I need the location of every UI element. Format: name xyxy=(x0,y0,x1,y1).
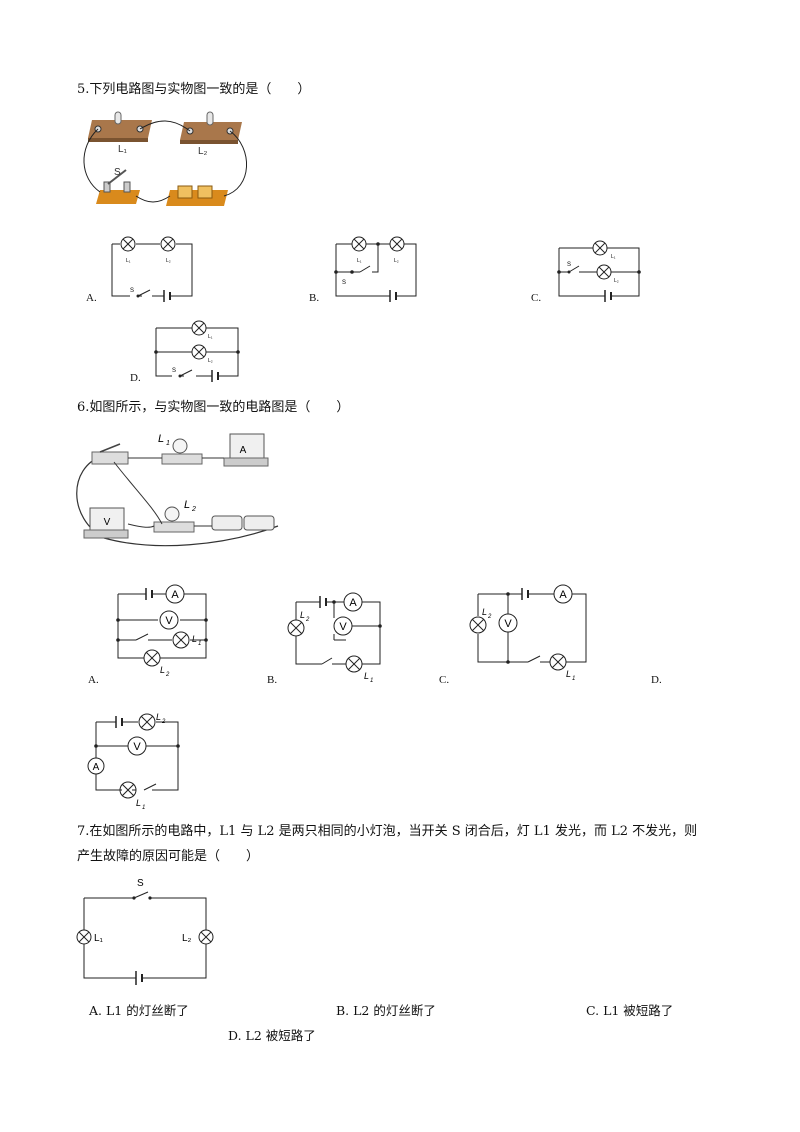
q5-b-l1: L₁ xyxy=(357,258,362,264)
q6-photo-l2-sub: 2 xyxy=(191,506,196,513)
q5-b-s: S xyxy=(342,280,346,286)
q5-option-a-circuit[interactable]: L₁ L₂ S xyxy=(108,232,198,304)
q6-d-l1-sub: 1 xyxy=(142,805,145,810)
q6-b-l2: L xyxy=(300,610,305,620)
q6-b-l2-sub: 2 xyxy=(305,617,310,623)
q5-d-l1: L₁ xyxy=(208,334,213,340)
q7-answer-a[interactable]: A. L1 的灯丝断了 xyxy=(89,1003,189,1018)
q5-option-c-circuit[interactable]: L₁ L₂ S xyxy=(555,236,645,306)
q5-b-l2: L₂ xyxy=(394,258,399,264)
q6-photo-voltmeter: V xyxy=(104,517,111,528)
q6-c-l1: L xyxy=(566,669,571,679)
q7-circuit-diagram: S L₁ L₂ xyxy=(76,878,214,985)
q5-option-b-label[interactable]: B. xyxy=(309,292,320,304)
q6-option-c-label[interactable]: C. xyxy=(439,674,450,686)
q6-d-l2: L xyxy=(156,712,161,722)
q7-answer-d[interactable]: D. L2 被短路了 xyxy=(228,1028,316,1043)
q7-label-s: S xyxy=(137,878,144,889)
q6-c-l2-sub: 2 xyxy=(487,614,492,620)
q6-photo-l1-sub: 1 xyxy=(166,440,170,447)
q5-physical-circuit-photo: L₁ L₂ S xyxy=(83,111,247,206)
q5-c-l2: L₂ xyxy=(614,278,619,284)
q6-a-ammeter: A xyxy=(171,589,179,601)
q6-d-ammeter: A xyxy=(93,762,100,773)
q5-d-s: S xyxy=(172,368,176,374)
q6-option-a-circuit[interactable]: A V L 1 L 2 xyxy=(110,582,214,676)
q6-b-ammeter: A xyxy=(349,597,357,609)
q6-a-voltmeter: V xyxy=(165,615,173,627)
q5-d-l2: L₂ xyxy=(208,358,213,364)
q6-b-l1-sub: 1 xyxy=(370,678,373,682)
q7-stem-line1: 7.在如图所示的电路中，L1 与 L2 是两只相同的小灯泡，当开关 S 闭合后，… xyxy=(77,824,698,839)
q5-option-d-label[interactable]: D. xyxy=(130,372,141,384)
q5-option-c-label[interactable]: C. xyxy=(531,292,542,304)
q5-photo-label-s: S xyxy=(114,167,121,178)
q5-photo-label-l1: L₁ xyxy=(118,144,128,155)
q5-c-s: S xyxy=(567,262,571,268)
q6-a-l1-sub: 1 xyxy=(198,641,201,647)
q6-c-ammeter: A xyxy=(559,589,567,601)
q6-option-b-circuit[interactable]: A V L 2 L 1 xyxy=(284,590,388,682)
q7-label-l2: L₂ xyxy=(182,933,192,944)
q6-c-l1-sub: 1 xyxy=(572,676,575,680)
q6-c-voltmeter: V xyxy=(504,618,512,630)
q6-a-l2-sub: 2 xyxy=(165,672,170,676)
q6-d-l1: L xyxy=(136,798,141,808)
q7-label-l1: L₁ xyxy=(94,933,104,944)
q6-c-l2: L xyxy=(482,607,487,617)
q5-a-l2: L₂ xyxy=(166,258,171,264)
q5-option-b-circuit[interactable]: L₁ L₂ S xyxy=(332,232,422,304)
q6-d-voltmeter: V xyxy=(133,741,141,753)
q6-photo-l2: L xyxy=(184,499,190,511)
q7-answer-c[interactable]: C. L1 被短路了 xyxy=(586,1003,674,1018)
q5-a-l1: L₁ xyxy=(126,258,131,264)
q6-option-d-label[interactable]: D. xyxy=(651,674,662,686)
q7-answer-b[interactable]: B. L2 的灯丝断了 xyxy=(336,1003,436,1018)
q6-photo-ammeter: A xyxy=(240,445,247,456)
q6-a-l1: L xyxy=(192,634,197,644)
q6-d-l2-sub: 2 xyxy=(161,719,166,725)
q6-stem: 6.如图所示，与实物图一致的电路图是（ ） xyxy=(77,400,350,415)
q5-a-s: S xyxy=(130,288,134,294)
q6-b-l1: L xyxy=(364,671,369,681)
q6-a-l2: L xyxy=(160,665,165,675)
q6-option-c-circuit[interactable]: A V L 2 L 1 xyxy=(466,584,592,680)
q5-option-a-label[interactable]: A. xyxy=(86,292,97,304)
q5-c-l1: L₁ xyxy=(611,254,616,260)
q5-photo-label-l2: L₂ xyxy=(198,146,208,157)
q7-stem-line2: 产生故障的原因可能是（ ） xyxy=(77,849,260,864)
q5-option-d-circuit[interactable]: L₁ L₂ S xyxy=(152,316,244,386)
q6-option-d-circuit[interactable]: A V L 2 L 1 xyxy=(84,708,188,810)
q6-b-voltmeter: V xyxy=(339,621,347,633)
q6-physical-circuit-photo: L 1 A V L 2 xyxy=(76,433,279,547)
q6-photo-l1: L xyxy=(158,433,164,445)
q6-option-a-label[interactable]: A. xyxy=(88,674,99,686)
q6-option-b-label[interactable]: B. xyxy=(267,674,278,686)
q5-stem: 5.下列电路图与实物图一致的是（ ） xyxy=(77,82,311,97)
